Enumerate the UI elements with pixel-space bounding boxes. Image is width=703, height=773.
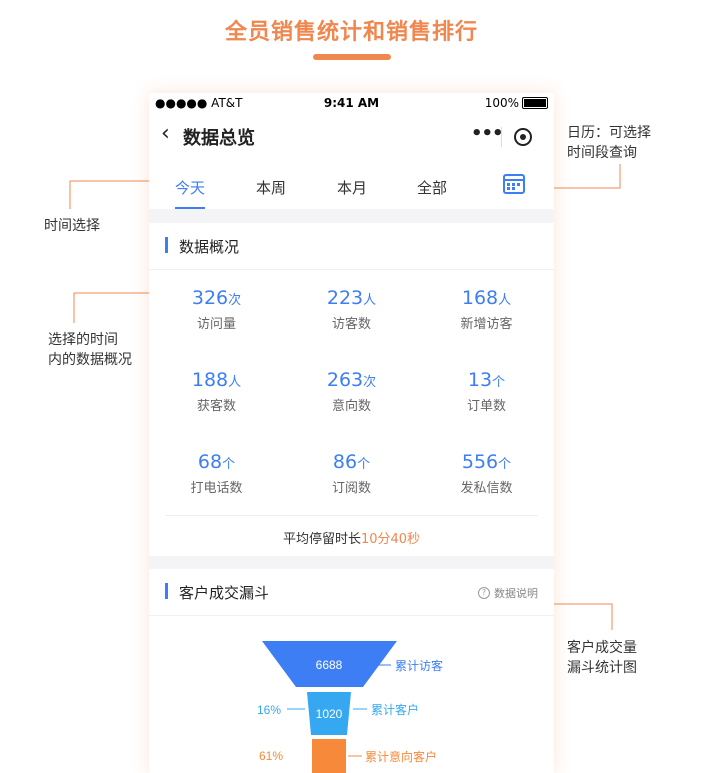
stat-calls[interactable]: 68个 打电话数 xyxy=(149,451,284,496)
annotation-line: 客户成交量 xyxy=(567,640,637,656)
stat-unit: 个 xyxy=(222,457,236,472)
stat-value: 556 xyxy=(461,451,499,473)
stat-visitors[interactable]: 223人 访客数 xyxy=(284,287,419,332)
stat-messages[interactable]: 556个 发私信数 xyxy=(419,451,554,496)
close-target-icon[interactable] xyxy=(514,128,532,146)
stat-unit: 个 xyxy=(357,457,371,472)
average-stay: 平均停留时长10分40秒 xyxy=(149,528,554,547)
funnel-stage-intent[interactable] xyxy=(312,739,346,773)
battery-icon xyxy=(522,97,548,109)
stat-label: 订单数 xyxy=(466,399,506,414)
funnel-label: 累计访客 xyxy=(395,658,443,673)
stat-orders[interactable]: 13个 订单数 xyxy=(419,369,554,414)
stat-value: 68 xyxy=(197,451,223,473)
section-title: 数据概况 xyxy=(179,238,240,256)
annotation-time-select: 时间选择 xyxy=(44,218,100,234)
overview-header: 数据概况 xyxy=(149,223,554,270)
annotation-line: 时间段查询 xyxy=(567,145,637,161)
stat-label: 订阅数 xyxy=(331,481,371,496)
annotation-line: 内的数据概况 xyxy=(48,352,132,368)
stat-label: 获客数 xyxy=(196,399,236,414)
divider xyxy=(165,515,538,516)
stat-unit: 人 xyxy=(498,293,512,308)
tab-week[interactable]: 本周 xyxy=(256,179,287,197)
active-tab-indicator xyxy=(175,207,205,209)
tab-today[interactable]: 今天 xyxy=(175,179,206,197)
carrier-label: ●●●●● AT&T xyxy=(155,96,243,110)
tab-month[interactable]: 本月 xyxy=(337,179,368,197)
annotation-line: 漏斗统计图 xyxy=(567,660,637,676)
funnel-percent: 16% xyxy=(257,703,281,717)
stat-label: 访客数 xyxy=(331,317,371,332)
calendar-icon[interactable] xyxy=(503,174,525,194)
funnel-label: 累计意向客户 xyxy=(365,749,437,764)
battery-status: 100% xyxy=(485,96,548,110)
stat-label: 意向数 xyxy=(331,399,371,414)
annotation-line: 选择的时间 xyxy=(48,332,118,348)
status-bar: ●●●●● AT&T 9:41 AM 100% xyxy=(149,93,554,115)
stat-new-visitors[interactable]: 168人 新增访客 xyxy=(419,287,554,332)
battery-percent: 100% xyxy=(484,96,519,110)
funnel-label: 累计客户 xyxy=(371,702,419,717)
data-help-link[interactable]: ? 数据说明 xyxy=(478,585,538,601)
stat-value: 86 xyxy=(332,451,358,473)
annotation-line: 日历：可选择 xyxy=(567,125,651,141)
stat-intent[interactable]: 263次 意向数 xyxy=(284,369,419,414)
stat-visits[interactable]: 326次 访问量 xyxy=(149,287,284,332)
data-help-label: 数据说明 xyxy=(494,587,538,600)
stat-value: 13 xyxy=(467,369,493,391)
stat-subscriptions[interactable]: 86个 订阅数 xyxy=(284,451,419,496)
funnel-header: 客户成交漏斗 ? 数据说明 xyxy=(149,569,554,616)
time-tabs: 今天 本周 本月 全部 xyxy=(149,159,554,209)
stat-acquired[interactable]: 188人 获客数 xyxy=(149,369,284,414)
annotation-data-overview: 选择的时间 内的数据概况 xyxy=(48,330,132,370)
section-accent-bar xyxy=(165,583,168,599)
stat-label: 新增访客 xyxy=(460,317,513,332)
back-icon[interactable]: ‹ xyxy=(161,121,170,146)
overview-card: 数据概况 326次 访问量 223人 访客数 168人 新增访客 188人 获客… xyxy=(149,223,554,556)
nav-divider xyxy=(501,127,502,147)
headline-underline xyxy=(313,54,391,60)
more-menu-icon[interactable]: ••• xyxy=(471,123,504,144)
nav-bar: ‹ 数据总览 ••• xyxy=(149,115,554,159)
stat-unit: 人 xyxy=(228,375,242,390)
annotation-funnel: 客户成交量 漏斗统计图 xyxy=(567,638,637,678)
stat-label: 打电话数 xyxy=(190,481,243,496)
tab-all[interactable]: 全部 xyxy=(417,179,448,197)
section-title: 客户成交漏斗 xyxy=(179,584,270,602)
stat-value: 168 xyxy=(461,287,499,309)
stat-value: 223 xyxy=(326,287,364,309)
funnel-value: 6688 xyxy=(316,658,343,672)
average-stay-value: 10分40秒 xyxy=(360,532,421,547)
stat-value: 263 xyxy=(326,369,364,391)
stat-label: 发私信数 xyxy=(460,481,513,496)
stat-unit: 次 xyxy=(228,293,242,308)
stat-unit: 人 xyxy=(363,293,377,308)
funnel-stage-visitors[interactable] xyxy=(262,641,397,687)
stat-unit: 次 xyxy=(363,375,377,390)
funnel-value: 1020 xyxy=(316,707,343,721)
stat-unit: 个 xyxy=(498,457,512,472)
page-headline: 全员销售统计和销售排行 xyxy=(224,20,478,45)
funnel-card: 客户成交漏斗 ? 数据说明 6688 累计访客 1020 16% 累计客户 61… xyxy=(149,569,554,773)
stat-value: 188 xyxy=(191,369,229,391)
stat-unit: 个 xyxy=(492,375,506,390)
stat-label: 访问量 xyxy=(196,317,236,332)
funnel-chart: 6688 累计访客 1020 16% 累计客户 61% 累计意向客户 xyxy=(257,641,443,773)
clock: 9:41 AM xyxy=(323,96,380,110)
funnel-percent: 61% xyxy=(259,749,283,763)
question-icon: ? xyxy=(478,587,490,599)
section-accent-bar xyxy=(165,237,168,253)
annotation-calendar: 日历：可选择 时间段查询 xyxy=(567,123,651,163)
funnel-stage-customers[interactable] xyxy=(307,692,351,735)
stat-value: 326 xyxy=(191,287,229,309)
phone-screen: ●●●●● AT&T 9:41 AM 100% ‹ 数据总览 ••• 今天 本周… xyxy=(149,93,554,773)
page-title: 数据总览 xyxy=(183,128,255,149)
average-stay-label: 平均停留时长 xyxy=(282,532,361,547)
